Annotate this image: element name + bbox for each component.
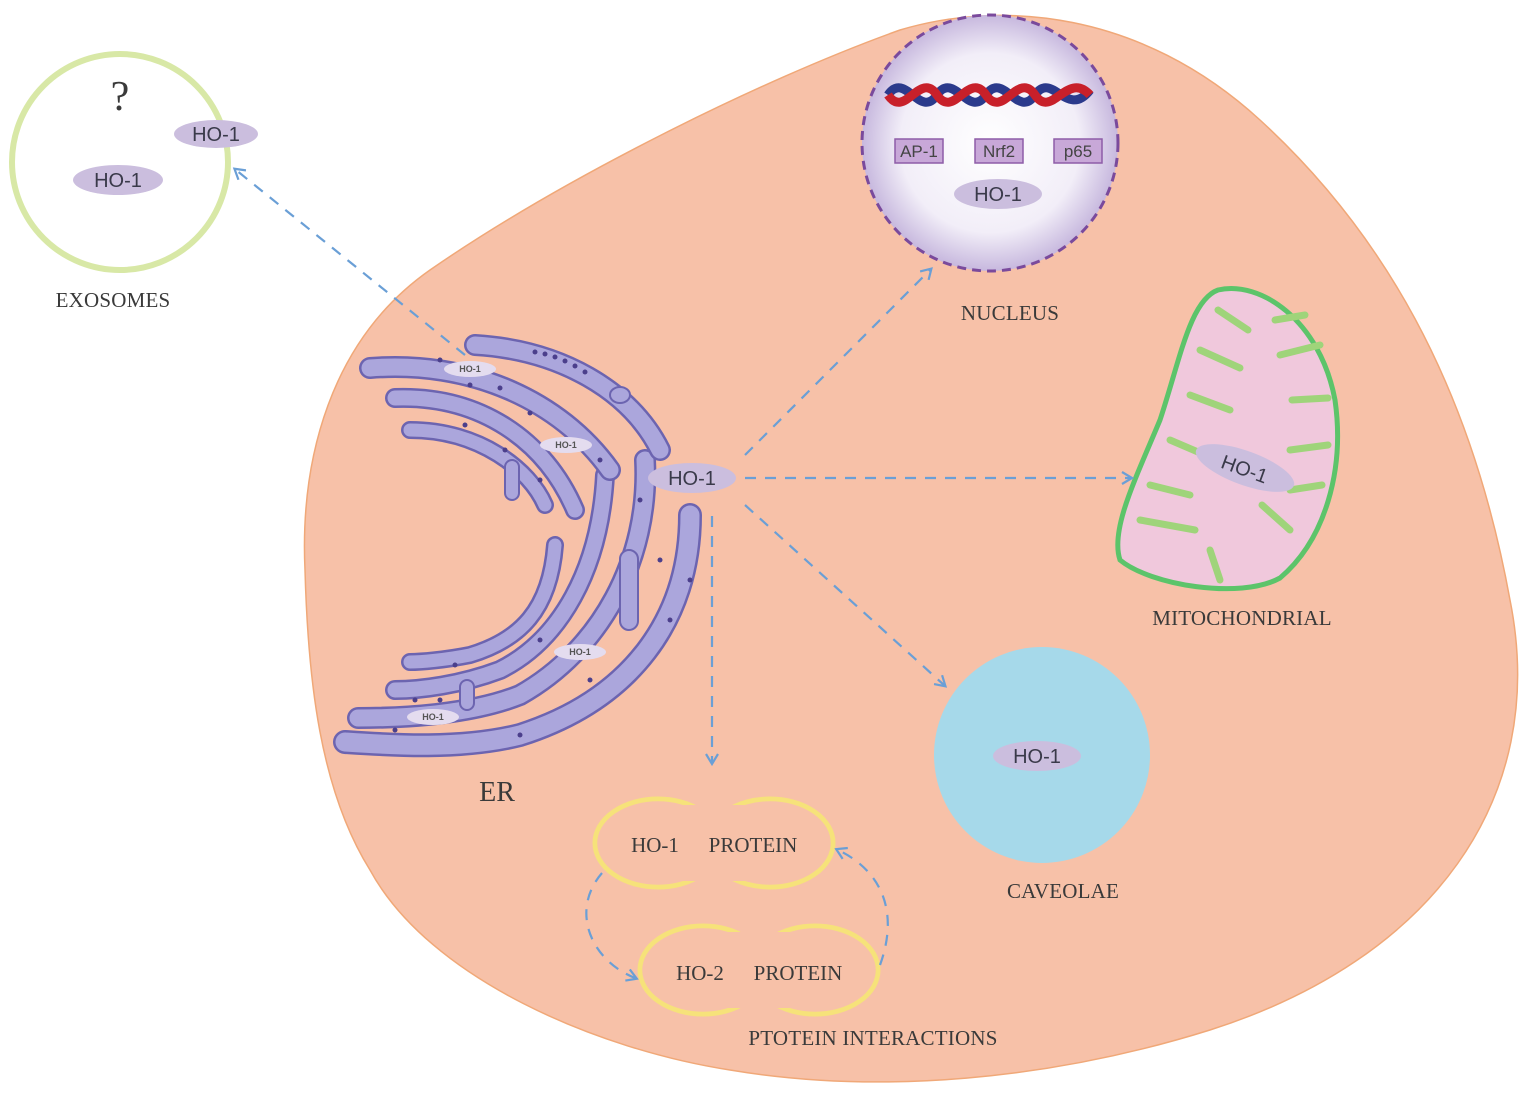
svg-text:HO-1: HO-1 bbox=[631, 833, 679, 857]
exosomes-caption: EXOSOMES bbox=[56, 288, 171, 312]
nucleus: AP-1 Nrf2 p65 HO-1 bbox=[860, 13, 1120, 273]
ho2-protein-complex: HO-2 PROTEIN bbox=[637, 923, 881, 1017]
arrow-to-exosomes bbox=[236, 170, 466, 356]
transcription-factor-nrf2: Nrf2 bbox=[974, 138, 1024, 164]
mitochondrion: HO-1 bbox=[1115, 286, 1340, 592]
exosome-vesicle: ? HO-1 HO-1 bbox=[9, 51, 258, 273]
exosome-ho1-marker-lower: HO-1 bbox=[73, 165, 163, 195]
svg-text:PROTEIN: PROTEIN bbox=[709, 833, 798, 857]
svg-text:HO-2: HO-2 bbox=[676, 961, 724, 985]
caveolae-caption: CAVEOLAE bbox=[1007, 879, 1119, 903]
question-mark: ? bbox=[111, 74, 130, 120]
caveolae-ho1-marker: HO-1 bbox=[993, 741, 1081, 771]
endoplasmic-reticulum: HO-1 HO-1 HO-1 HO-1 bbox=[333, 334, 702, 758]
arrow-ho1-to-ho2 bbox=[585, 872, 635, 978]
svg-text:HO-1: HO-1 bbox=[1013, 746, 1061, 768]
er-ho1-marker-2: HO-1 bbox=[540, 437, 592, 453]
svg-text:HO-1: HO-1 bbox=[94, 170, 142, 192]
svg-text:Nrf2: Nrf2 bbox=[983, 142, 1015, 161]
central-ho1-marker: HO-1 bbox=[648, 463, 736, 493]
nucleus-ho1-marker: HO-1 bbox=[954, 179, 1042, 209]
svg-text:HO-1: HO-1 bbox=[555, 440, 577, 450]
arrow-to-nucleus bbox=[744, 270, 930, 456]
caveola: HO-1 bbox=[934, 647, 1150, 863]
transcription-factor-ap1: AP-1 bbox=[894, 138, 944, 164]
exosome-ho1-marker-upper: HO-1 bbox=[174, 120, 258, 148]
svg-text:HO-1: HO-1 bbox=[569, 647, 591, 657]
er-ho1-marker-4: HO-1 bbox=[407, 709, 459, 725]
svg-text:AP-1: AP-1 bbox=[900, 142, 938, 161]
protein-interactions-caption: PTOTEIN INTERACTIONS bbox=[748, 1026, 997, 1050]
arrow-ho2-to-ho1 bbox=[838, 850, 889, 966]
nucleus-caption: NUCLEUS bbox=[961, 301, 1059, 325]
arrow-to-caveolae bbox=[744, 504, 944, 685]
er-ho1-marker-3: HO-1 bbox=[554, 644, 606, 660]
mitochondria-caption: MITOCHONDRIAL bbox=[1152, 606, 1332, 630]
er-ho1-marker-1: HO-1 bbox=[444, 361, 496, 377]
svg-text:p65: p65 bbox=[1064, 142, 1092, 161]
svg-text:HO-1: HO-1 bbox=[192, 124, 240, 146]
ho1-protein-complex: HO-1 PROTEIN bbox=[592, 796, 836, 890]
svg-text:HO-1: HO-1 bbox=[668, 468, 716, 490]
svg-text:HO-1: HO-1 bbox=[974, 184, 1022, 206]
svg-text:HO-1: HO-1 bbox=[422, 712, 444, 722]
svg-text:PROTEIN: PROTEIN bbox=[754, 961, 843, 985]
svg-text:HO-1: HO-1 bbox=[459, 364, 481, 374]
transcription-factor-p65: p65 bbox=[1053, 138, 1103, 164]
er-caption: ER bbox=[479, 777, 515, 808]
dna-helix-icon bbox=[884, 83, 1094, 107]
